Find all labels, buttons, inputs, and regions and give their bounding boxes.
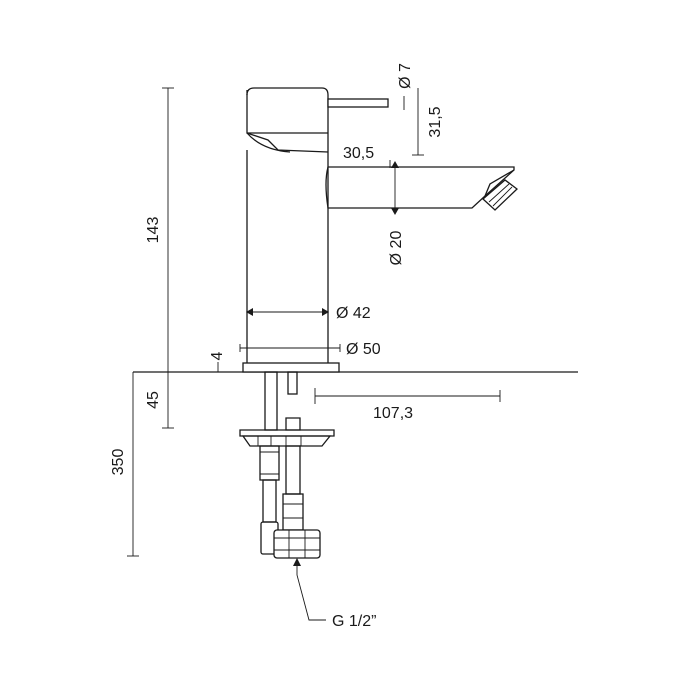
right-hose-ferrule (282, 493, 304, 531)
arrow-leader (293, 558, 301, 566)
arrow-up (391, 161, 399, 168)
label-spout-diameter: Ø 20 (388, 231, 405, 266)
label-hose-length: 350 (110, 449, 127, 476)
handle-curve (246, 132, 291, 153)
spout (325, 166, 515, 209)
dim-body-diameter: Ø 42 (246, 305, 371, 322)
aerator (482, 179, 519, 211)
right-hose-tube (285, 445, 301, 495)
dim-hose-length: 350 (110, 372, 139, 557)
below-deck-assembly (239, 371, 335, 559)
label-base-diameter: Ø 50 (346, 341, 381, 358)
body-cylinder (246, 150, 329, 363)
dim-base-diameter: Ø 50 (239, 341, 381, 358)
arrow-down (391, 208, 399, 215)
connection-nut (273, 529, 321, 559)
label-body-diameter: Ø 42 (336, 305, 371, 322)
handle-top-outline (246, 87, 329, 150)
handle-angle (246, 94, 329, 153)
plate-tab (285, 417, 301, 431)
dim-shank: 45 (145, 372, 174, 429)
arrow-left (246, 308, 253, 316)
dim-spout-reach: 107,3 (314, 388, 501, 422)
nut-ribs (257, 436, 302, 446)
label-handle-offset: 30,5 (343, 145, 374, 162)
label-connection-thread: G 1/2” (332, 613, 376, 630)
base-ring (242, 362, 340, 373)
aerator-lines (488, 183, 513, 207)
right-ferrule-lines (283, 503, 303, 519)
label-pin-height: 31,5 (427, 106, 444, 137)
left-hose-nut-lines (260, 451, 279, 475)
label-pin-diameter: Ø 7 (397, 63, 414, 89)
dim-spout-diameter: Ø 20 (388, 161, 405, 265)
mounting-plate (239, 429, 335, 437)
label-overall-height: 143 (145, 217, 162, 244)
left-hose-tube (262, 479, 277, 523)
threaded-shank (264, 371, 278, 431)
dim-base-height: 4 (209, 351, 226, 372)
arrow-right (322, 308, 329, 316)
label-spout-reach: 107,3 (373, 405, 413, 422)
handle-pin (327, 98, 389, 108)
label-shank: 45 (145, 391, 162, 409)
dim-pin-height: 31,5 (412, 88, 444, 156)
locating-pin (287, 371, 298, 395)
mounting-nut (241, 435, 332, 447)
dim-connection-thread: G 1/2” (293, 558, 376, 630)
dim-pin-diameter: Ø 7 (397, 63, 414, 110)
connection-nut-facets (274, 530, 320, 558)
dim-overall-height: 143 (145, 87, 174, 372)
dim-handle-offset: 30,5 (343, 145, 391, 168)
left-hose-nut (259, 445, 280, 481)
label-base-height: 4 (209, 351, 226, 360)
faucet-body (242, 87, 519, 373)
spout-tip-edge (484, 169, 515, 197)
